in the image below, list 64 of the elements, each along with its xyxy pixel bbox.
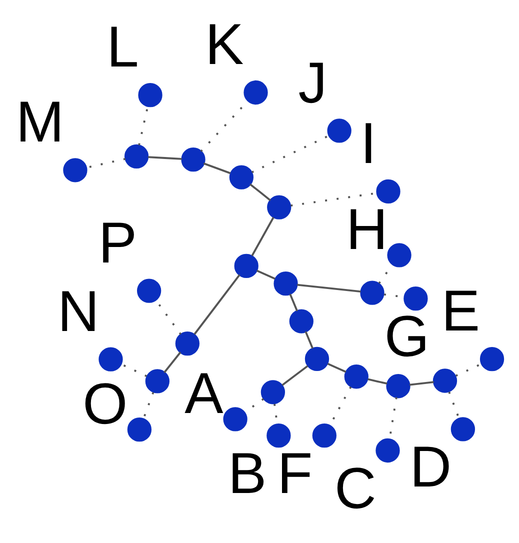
node-label: D — [410, 436, 452, 500]
node-label: I — [360, 112, 377, 176]
node-label: K — [205, 13, 244, 78]
node-circle — [98, 347, 123, 372]
connector — [194, 274, 240, 335]
connector — [327, 362, 346, 373]
node-circle — [480, 347, 504, 372]
connector — [148, 156, 182, 160]
node-circle — [404, 286, 428, 311]
node-circle — [274, 272, 298, 296]
node-circle — [376, 179, 400, 204]
node-label: A — [184, 362, 224, 426]
node-label: F — [277, 442, 313, 506]
node-circle — [260, 380, 286, 404]
node-label: G — [384, 304, 430, 369]
node-circle — [386, 374, 410, 398]
connector — [368, 378, 388, 385]
connector — [142, 392, 154, 420]
node-circle — [266, 424, 291, 448]
node-circle — [181, 148, 206, 172]
node-circle — [312, 423, 336, 448]
node-circle — [267, 195, 292, 220]
connector — [251, 216, 274, 256]
node-label: E — [441, 280, 480, 344]
connector — [251, 134, 330, 174]
node-label: N — [58, 280, 100, 344]
node-circle — [376, 438, 400, 463]
connector — [250, 183, 271, 202]
node-circle — [304, 346, 330, 371]
node-circle — [145, 369, 170, 394]
node-circle — [360, 280, 384, 305]
node-circle — [223, 407, 248, 432]
node-label: L — [106, 16, 139, 80]
node-circle — [175, 331, 200, 356]
node-circle — [387, 243, 412, 268]
node-circle — [229, 165, 254, 190]
connector — [304, 331, 314, 349]
connector — [296, 284, 361, 293]
node-circle — [344, 364, 368, 389]
node-label: O — [82, 372, 128, 436]
node-circle — [234, 254, 258, 278]
node-circle — [327, 118, 352, 143]
node-circle — [289, 309, 314, 334]
connector — [256, 270, 276, 280]
node-circle — [137, 278, 162, 303]
node-circle — [432, 368, 458, 393]
connector — [138, 106, 149, 146]
node-circle — [127, 418, 152, 442]
node-label: J — [298, 51, 328, 116]
node-circle — [124, 144, 149, 168]
connector — [203, 162, 231, 174]
connector — [409, 381, 434, 386]
node-label: P — [98, 211, 137, 276]
node-label: H — [346, 198, 388, 262]
node-label: B — [228, 442, 267, 506]
node-circle — [63, 158, 88, 182]
node-label: C — [334, 456, 376, 521]
connector — [164, 352, 182, 374]
connector — [289, 294, 298, 312]
node-circle — [450, 417, 476, 442]
node-label: M — [16, 90, 64, 155]
connector — [282, 365, 308, 386]
node-circle — [138, 83, 162, 108]
node-circle — [244, 80, 268, 105]
